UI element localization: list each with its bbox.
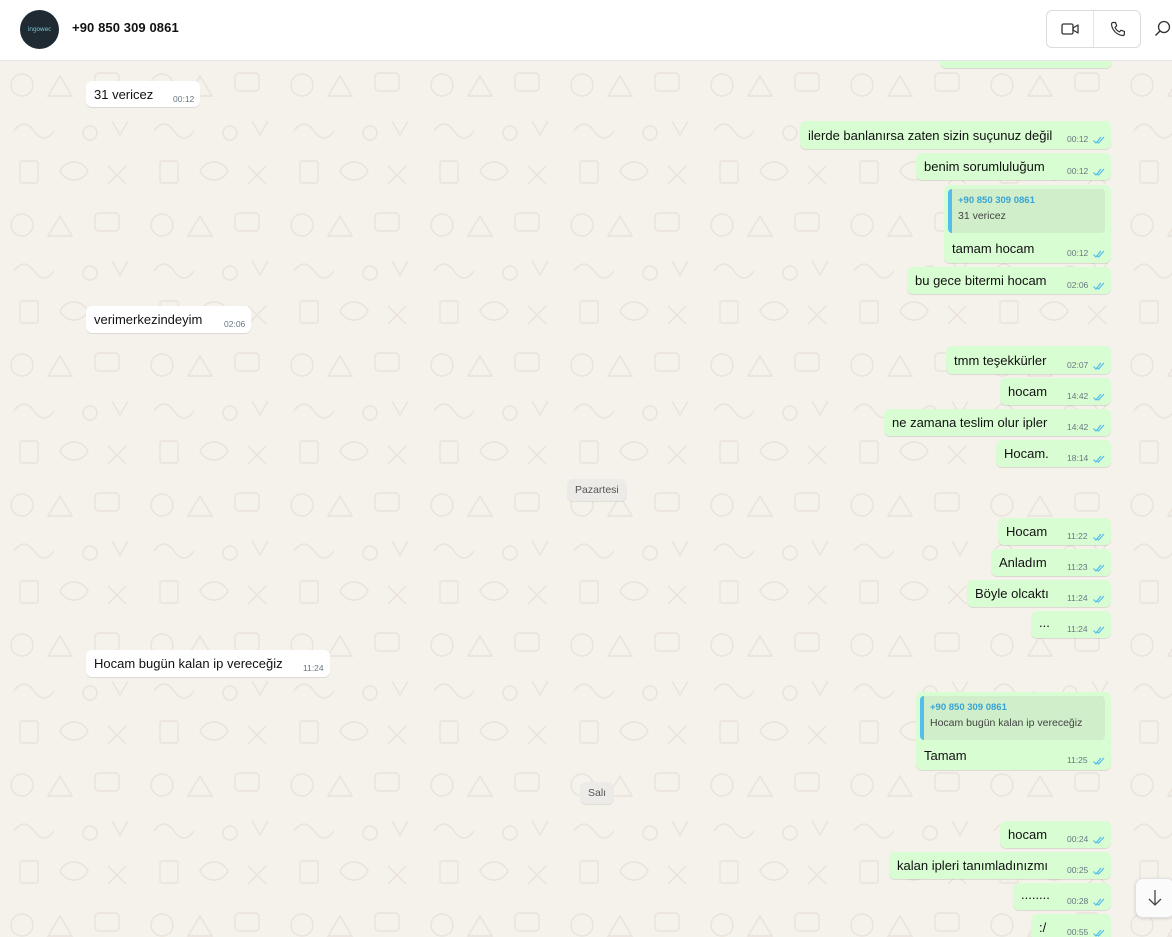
- double-check-icon: [1093, 455, 1105, 463]
- double-check-icon: [1093, 757, 1105, 765]
- message-text: benim sorumluluğum: [924, 159, 1045, 174]
- double-check-icon: [1093, 898, 1105, 906]
- message-outgoing[interactable]: benim sorumluluğum 00:12: [916, 153, 1111, 180]
- message-text: Anladım: [999, 555, 1047, 570]
- message-outgoing-reply[interactable]: +90 850 309 0861 31 vericez tamam hocam …: [944, 185, 1111, 263]
- message-text: kalan ipleri tanımladınızmı: [897, 858, 1049, 873]
- message-time: 11:22: [1067, 531, 1088, 541]
- message-time: 00:24: [1067, 834, 1089, 844]
- message-text: Böyle olcaktı: [975, 586, 1049, 601]
- message-time: 14:42: [1067, 422, 1089, 432]
- message-outgoing[interactable]: hocam 00:24: [1000, 821, 1111, 848]
- message-outgoing-reply[interactable]: +90 850 309 0861 Hocam bugün kalan ip ve…: [916, 692, 1111, 770]
- message-text: 31 vericez: [94, 87, 154, 102]
- arrow-down-icon: [1148, 890, 1162, 906]
- chat-header: ingowec +90 850 309 0861: [0, 0, 1172, 61]
- message-outgoing[interactable]: bu gece bitermi hocam 02:06: [907, 267, 1111, 294]
- quoted-message[interactable]: +90 850 309 0861 Hocam bugün kalan ip ve…: [920, 696, 1105, 740]
- message-time: 00:25: [1067, 865, 1089, 875]
- message-incoming[interactable]: Hocam bugün kalan ip vereceğiz 11:24: [86, 650, 330, 677]
- message-outgoing[interactable]: ilerde banlanırsa zaten sizin suçunuz de…: [800, 121, 1111, 149]
- message-outgoing[interactable]: hocam 14:42: [1000, 378, 1111, 405]
- message-time: 00:12: [1067, 248, 1089, 258]
- scroll-to-bottom-button[interactable]: [1135, 878, 1172, 918]
- message-time: 14:42: [1067, 391, 1089, 401]
- message-time: 11:24: [1067, 624, 1088, 634]
- video-call-icon: [1061, 23, 1079, 35]
- message-text: Hocam bugün kalan ip vereceğiz: [94, 656, 283, 671]
- double-check-icon: [1093, 533, 1105, 541]
- message-text: Hocam: [1006, 524, 1048, 539]
- double-check-icon: [1093, 595, 1105, 603]
- double-check-icon: [1093, 836, 1105, 844]
- search-icon: [1155, 20, 1171, 36]
- message-text: hocam: [1008, 827, 1048, 842]
- message-text: tmm teşekkürler: [954, 353, 1047, 368]
- message-outgoing[interactable]: kalan ipleri tanımladınızmı 00:25: [889, 852, 1111, 879]
- message-time: 11:23: [1067, 562, 1088, 572]
- message-text: ilerde banlanırsa zaten sizin suçunuz de…: [808, 128, 1053, 143]
- contact-name[interactable]: +90 850 309 0861: [72, 20, 179, 35]
- message-time: 11:24: [1067, 593, 1088, 603]
- double-check-icon: [1093, 250, 1105, 258]
- message-outgoing[interactable]: Anladım 11:23: [991, 549, 1111, 576]
- double-check-icon: [1093, 424, 1105, 432]
- message-time: 00:12: [1067, 166, 1089, 176]
- quoted-sender: +90 850 309 0861: [958, 195, 1035, 206]
- message-text: verimerkezindeyim: [94, 312, 203, 327]
- message-text: tamam hocam: [952, 241, 1035, 256]
- double-check-icon: [1093, 136, 1105, 144]
- message-time: 00:12: [173, 94, 195, 104]
- message-time: 00:12: [1067, 134, 1089, 144]
- message-time: 00:55: [1067, 927, 1089, 937]
- message-time: 02:06: [1067, 280, 1089, 290]
- quoted-text: 31 vericez: [958, 210, 1006, 222]
- message-text: bu gece bitermi hocam: [915, 273, 1047, 288]
- double-check-icon: [1093, 564, 1105, 572]
- message-outgoing[interactable]: ........ 00:28: [1013, 883, 1111, 910]
- double-check-icon: [1093, 929, 1105, 937]
- message-outgoing[interactable]: tmm teşekkürler 02:07: [946, 346, 1111, 374]
- day-separator: Pazartesi: [567, 479, 627, 501]
- day-separator: Salı: [580, 782, 615, 804]
- double-check-icon: [1093, 393, 1105, 401]
- message-text: :/: [1039, 920, 1047, 935]
- voice-call-button[interactable]: [1094, 11, 1141, 47]
- message-incoming[interactable]: verimerkezindeyim 02:06: [86, 306, 251, 333]
- message-outgoing[interactable]: Hocam 11:22: [998, 518, 1111, 545]
- call-button-group: [1046, 10, 1141, 48]
- message-incoming[interactable]: 31 vericez 00:12: [86, 81, 200, 107]
- quoted-text: Hocam bugün kalan ip vereceğiz: [930, 717, 1083, 729]
- message-outgoing[interactable]: Böyle olcaktı 11:24: [967, 580, 1111, 607]
- double-check-icon: [1093, 626, 1105, 634]
- double-check-icon: [1093, 282, 1105, 290]
- message-text: ........: [1021, 887, 1050, 902]
- voice-call-icon: [1110, 21, 1125, 37]
- message-text: ne zamana teslim olur ipler: [892, 415, 1048, 430]
- search-button[interactable]: [1154, 18, 1172, 40]
- message-time: 11:24: [303, 663, 324, 673]
- avatar-logo: ingowec: [27, 26, 52, 33]
- message-outgoing[interactable]: ne zamana teslim olur ipler 14:42: [884, 409, 1111, 436]
- message-time: 00:28: [1067, 896, 1089, 906]
- double-check-icon: [1093, 867, 1105, 875]
- message-time: 11:25: [1067, 755, 1088, 765]
- message-text: ...: [1039, 615, 1050, 630]
- message-text: Hocam.: [1004, 446, 1049, 461]
- video-call-button[interactable]: [1047, 11, 1094, 47]
- message-outgoing[interactable]: ... 11:24: [1031, 611, 1111, 638]
- double-check-icon: [1093, 362, 1105, 370]
- message-text: Tamam: [924, 748, 967, 763]
- quoted-message[interactable]: +90 850 309 0861 31 vericez: [948, 189, 1105, 233]
- avatar[interactable]: ingowec: [20, 10, 59, 49]
- double-check-icon: [1093, 168, 1105, 176]
- message-outgoing[interactable]: Hocam. 18:14: [996, 440, 1111, 467]
- message-time: 18:14: [1067, 453, 1089, 463]
- message-text: hocam: [1008, 384, 1048, 399]
- message-outgoing[interactable]: :/ 00:55: [1031, 914, 1111, 937]
- message-time: 02:06: [224, 319, 246, 329]
- quoted-sender: +90 850 309 0861: [930, 702, 1007, 713]
- message-time: 02:07: [1067, 360, 1089, 370]
